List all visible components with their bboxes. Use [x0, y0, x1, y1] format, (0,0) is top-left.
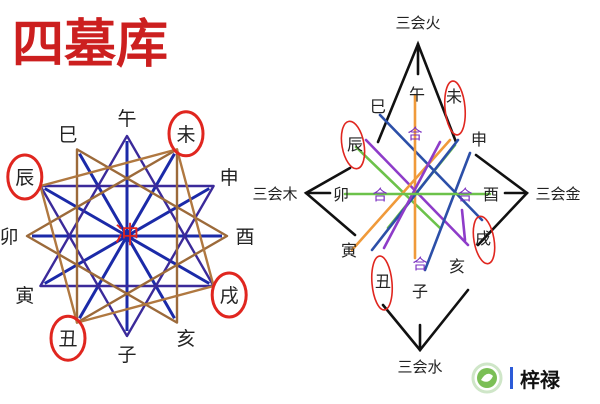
branch-xu: 戌: [475, 229, 491, 248]
blue-line-si-xu: [378, 113, 484, 222]
wheel-branch-label: 午: [117, 108, 136, 130]
wheel-triangle-metal: [75, 148, 229, 324]
circle-chen: [340, 120, 366, 170]
group-label-fire: 三会火: [395, 14, 440, 32]
right-diagram: 三会火 三会木 三会金 三会水 巳 午 未 辰 卯 寅 申 酉 戌 亥 子 丑 …: [252, 14, 580, 376]
wheel-branch-label: 卯: [0, 226, 19, 248]
circle-chou: [370, 255, 394, 311]
wheel-circle-mark: [210, 271, 248, 319]
green-line-chen-zi: [354, 145, 442, 230]
wheel-center-char: 冲: [115, 221, 139, 249]
circle-xu: [472, 215, 496, 265]
relation-lines: [343, 93, 492, 272]
page-title: 四墓库: [12, 15, 168, 75]
wheel-triangle-wood: [25, 148, 179, 324]
group-label-wood: 三会木: [252, 185, 297, 203]
wheel-branch-label: 申: [220, 167, 239, 189]
branch-shen: 申: [471, 130, 487, 149]
branch-hai: 亥: [449, 257, 465, 276]
wheel-branch-label: 未: [176, 124, 195, 146]
wheel-circle-mark: [49, 314, 87, 362]
he-label-right: 合: [457, 186, 472, 204]
branch-wei: 未: [446, 87, 462, 106]
right-circled-marks: [340, 80, 496, 311]
branch-si: 巳: [370, 97, 386, 116]
circle-wei: [443, 80, 467, 136]
purple-line-xu-hai: [460, 208, 467, 242]
wheel-branch-label: 巳: [58, 124, 77, 146]
wheel-branch-label: 子: [117, 344, 136, 366]
group-label-metal: 三会金: [535, 185, 580, 203]
wheel-branch-label: 寅: [15, 285, 34, 307]
frame-lines: [303, 40, 529, 353]
wheel-branch-label: 酉: [235, 226, 254, 248]
wheel-branch-label: 丑: [58, 328, 77, 350]
branch-wu: 午: [409, 85, 425, 104]
branch-chen: 辰: [347, 135, 363, 154]
branch-you: 酉: [483, 185, 499, 204]
wheel-branch-label: 亥: [176, 328, 195, 350]
wheel-spoke: [78, 152, 176, 320]
he-label-bottom: 合: [412, 255, 427, 273]
branch-zi: 子: [412, 282, 428, 301]
wheel-spokes: [32, 141, 222, 331]
watermark-leaf-icon: [481, 373, 493, 382]
he-label-top: 合: [407, 125, 422, 143]
wheel-circle-mark: [167, 110, 205, 158]
wheel-triangle-fire: [39, 134, 215, 288]
branch-chou: 丑: [375, 272, 391, 291]
watermark-divider: [510, 367, 513, 389]
branch-mao: 卯: [333, 185, 349, 204]
branch-yin: 寅: [341, 241, 357, 260]
wheel-circled-marks: [6, 110, 248, 362]
group-label-water: 三会水: [397, 358, 442, 376]
wheel-polygons: [25, 134, 229, 338]
blue-line-shen-chou: [423, 151, 472, 272]
wheel-square-tombs: [39, 148, 215, 324]
wheel-branch-label: 戌: [220, 285, 239, 307]
watermark-brand: 梓禄: [520, 368, 561, 392]
wheel-circle-mark: [6, 153, 44, 201]
wheel-branch-label: 辰: [15, 167, 34, 189]
he-label-left: 合: [372, 186, 387, 204]
wheel-triangle-water: [39, 184, 215, 338]
watermark: 梓禄: [471, 362, 561, 394]
